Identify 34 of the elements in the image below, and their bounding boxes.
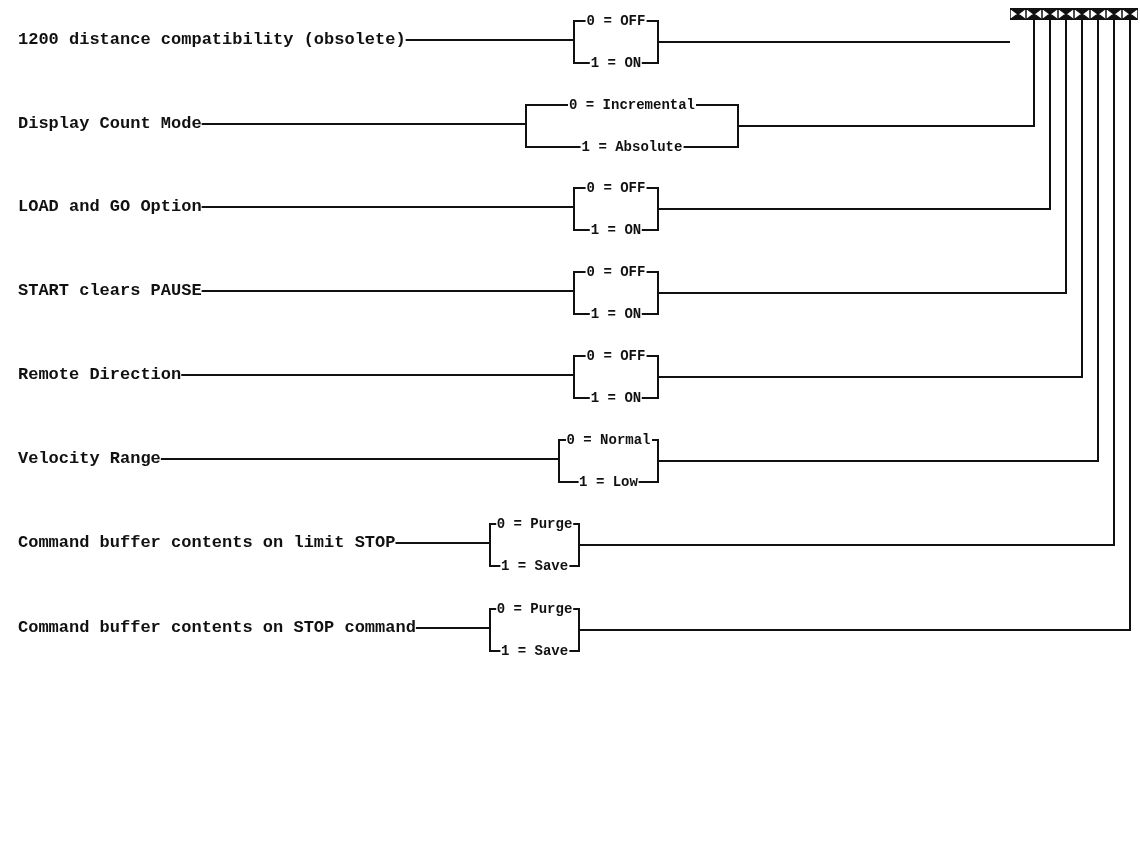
connector-line — [200, 290, 575, 292]
setting-label: Command buffer contents on STOP command — [18, 618, 416, 638]
connector-line — [578, 19, 1131, 631]
connector-line — [180, 374, 575, 376]
connector-line — [657, 41, 1011, 43]
bit-cell — [1042, 8, 1058, 20]
connector-line — [737, 19, 1035, 127]
connector-line — [657, 19, 1099, 462]
setting-label: LOAD and GO Option — [18, 197, 202, 217]
option-text: 0 = Purge — [495, 601, 574, 617]
bit-cell — [1122, 8, 1138, 20]
setting-label: Command buffer contents on limit STOP — [18, 533, 396, 553]
connector-line — [414, 627, 491, 629]
connector-line — [657, 19, 1083, 378]
setting-label: START clears PAUSE — [18, 281, 202, 301]
connector-line — [394, 542, 491, 544]
setting-label: 1200 distance compatibility (obsolete) — [18, 30, 406, 50]
connector-line — [657, 19, 1067, 294]
connector-line — [159, 458, 560, 460]
setting-label: Velocity Range — [18, 449, 161, 469]
bit-cell — [1026, 8, 1042, 20]
connector-line — [404, 39, 575, 41]
bit-cell — [1058, 8, 1074, 20]
option-text: 0 = Purge — [495, 516, 574, 532]
bit-cell — [1074, 8, 1090, 20]
connector-line — [200, 123, 527, 125]
setting-label: Display Count Mode — [18, 114, 202, 134]
connector-line — [657, 19, 1051, 210]
bit-cell — [1010, 8, 1026, 20]
connector-line — [200, 206, 575, 208]
bit-cell — [1106, 8, 1122, 20]
setting-label: Remote Direction — [18, 365, 182, 385]
connector-line — [578, 19, 1115, 546]
bit-cell — [1090, 8, 1106, 20]
